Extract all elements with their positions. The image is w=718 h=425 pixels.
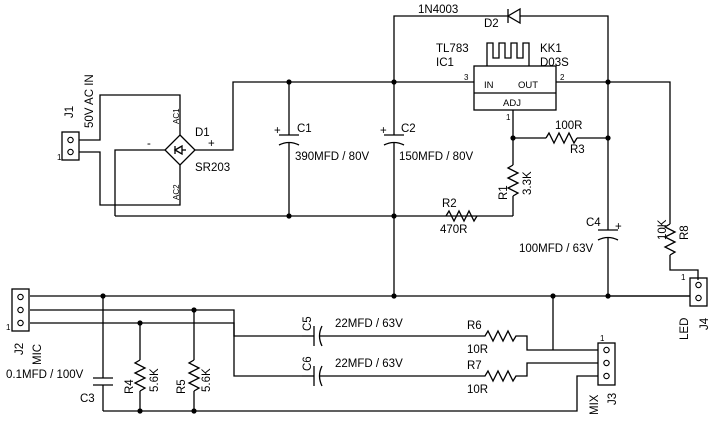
j3-connector: 1 MIX J3: [552, 296, 619, 415]
kk1-heatsink: [486, 42, 530, 66]
r3-resistor: 100R R3: [545, 120, 608, 156]
d2-diode: 1N4003 D2: [393, 4, 609, 82]
ic1-pin1: 1: [506, 113, 511, 122]
r7-resistor: R7 10R: [466, 360, 598, 396]
r4-value: 5.6K: [149, 368, 161, 392]
ic1-out-label: OUT: [518, 80, 538, 91]
wire-d1-minus-gnd: [114, 149, 165, 216]
d1-ac1-label: AC1: [172, 108, 181, 124]
c1-ref: C1: [297, 123, 312, 135]
d1-plus-label: +: [208, 138, 215, 150]
j3-value: MIX: [589, 394, 601, 415]
j1-connector: J1 50V AC IN 1: [57, 74, 96, 162]
c4-ref: C4: [586, 217, 601, 229]
j4-pin1: 1: [681, 273, 686, 282]
kk1-ref: KK1: [540, 43, 562, 55]
c6-ref: C6: [302, 356, 314, 371]
c1-plus: +: [274, 125, 281, 137]
d2-ref: D2: [484, 18, 499, 30]
r7-ref: R7: [467, 360, 482, 372]
c1-value: 390MFD / 80V: [295, 151, 369, 163]
c4-plus: +: [615, 221, 622, 233]
r1-value: 3.3K: [522, 171, 534, 195]
c6-value: 22MFD / 63V: [335, 358, 403, 370]
d1-minus-label: -: [147, 138, 151, 150]
wire-j1-ac2: [79, 151, 181, 206]
ic1-in-label: IN: [484, 80, 494, 91]
r2-ref: R2: [442, 198, 457, 210]
j1-pin1: 1: [57, 153, 62, 162]
ic1-pin2: 2: [560, 73, 565, 82]
d1-value: SR203: [195, 162, 230, 174]
r3-ref: R3: [570, 144, 585, 156]
j1-value: 50V AC IN: [84, 74, 96, 128]
j2-connector: 1 J2 MIC: [6, 288, 44, 365]
ic1-pin3: 3: [464, 73, 469, 82]
r4-ref: R4: [124, 379, 136, 394]
ic1-adj-label: ADJ: [503, 98, 521, 109]
r3-value: 100R: [555, 120, 583, 132]
ic1-ref: IC1: [436, 57, 454, 69]
r6-value: 10R: [467, 344, 488, 356]
d1-bridge-rectifier: D1 SR203 AC1 AC2 + -: [147, 108, 230, 200]
c3-ref: C3: [80, 393, 95, 405]
wire-mic-line-b: [30, 322, 302, 377]
r8-ref: R8: [679, 225, 691, 240]
r8-value: 10K: [657, 219, 669, 240]
j4-connector: 1 LED J4: [608, 273, 711, 340]
wire-gnd-rail-bottom: [103, 375, 598, 412]
r6-ref: R6: [467, 320, 482, 332]
c4-value: 100MFD / 63V: [519, 243, 593, 255]
j3-ref: J3: [607, 393, 619, 405]
junction-dots: [100, 79, 611, 414]
r7-value: 10R: [467, 384, 488, 396]
c3-value: 0.1MFD / 100V: [6, 369, 84, 381]
r1-ref: R1: [498, 185, 510, 200]
c2-value: 150MFD / 80V: [399, 151, 473, 163]
c5-ref: C5: [302, 316, 314, 331]
j2-pin1: 1: [6, 323, 11, 332]
c2-plus: +: [380, 125, 387, 137]
kk1-value: D03S: [540, 57, 569, 69]
r5-resistor: R5 5.6K: [176, 310, 213, 411]
r8-resistor: 10K R8: [657, 219, 699, 280]
r5-value: 5.6K: [201, 368, 213, 392]
d2-value: 1N4003: [418, 4, 458, 16]
r1-resistor: R1 3.3K: [498, 164, 534, 216]
wire-out-rail: [556, 81, 671, 224]
c3-capacitor: 0.1MFD / 100V C3: [6, 296, 113, 411]
c1-capacitor: + C1 390MFD / 80V: [274, 82, 369, 216]
r4-resistor: R4 5.6K: [124, 323, 161, 411]
ic1-value: TL783: [436, 43, 469, 55]
ic1-regulator: TL783 IC1 KK1 D03S IN OUT ADJ 3 2 1: [436, 42, 569, 122]
j2-value: MIC: [32, 344, 44, 365]
d1-ac2-label: AC2: [172, 184, 181, 200]
c2-capacitor: + C2 150MFD / 80V: [380, 82, 473, 296]
wire-j1-ac1: [79, 94, 181, 141]
d1-ref: D1: [195, 127, 210, 139]
c6-capacitor: C6 22MFD / 63V: [302, 356, 466, 387]
j3-pin1: 1: [600, 334, 605, 343]
c2-ref: C2: [401, 123, 416, 135]
j1-ref: J1: [64, 106, 76, 118]
r2-value: 470R: [440, 224, 468, 236]
r2-resistor: R2 470R: [440, 198, 478, 236]
j2-ref: J2: [14, 343, 26, 355]
j4-value: LED: [679, 318, 691, 340]
c5-capacitor: C5 22MFD / 63V: [302, 316, 466, 347]
r5-ref: R5: [176, 379, 188, 394]
j4-ref: J4: [699, 317, 711, 330]
c4-capacitor: + C4 100MFD / 63V: [519, 138, 622, 296]
wire-d1-plus-rail: [195, 81, 474, 151]
r6-resistor: R6 10R: [466, 320, 598, 356]
c5-value: 22MFD / 63V: [335, 318, 403, 330]
